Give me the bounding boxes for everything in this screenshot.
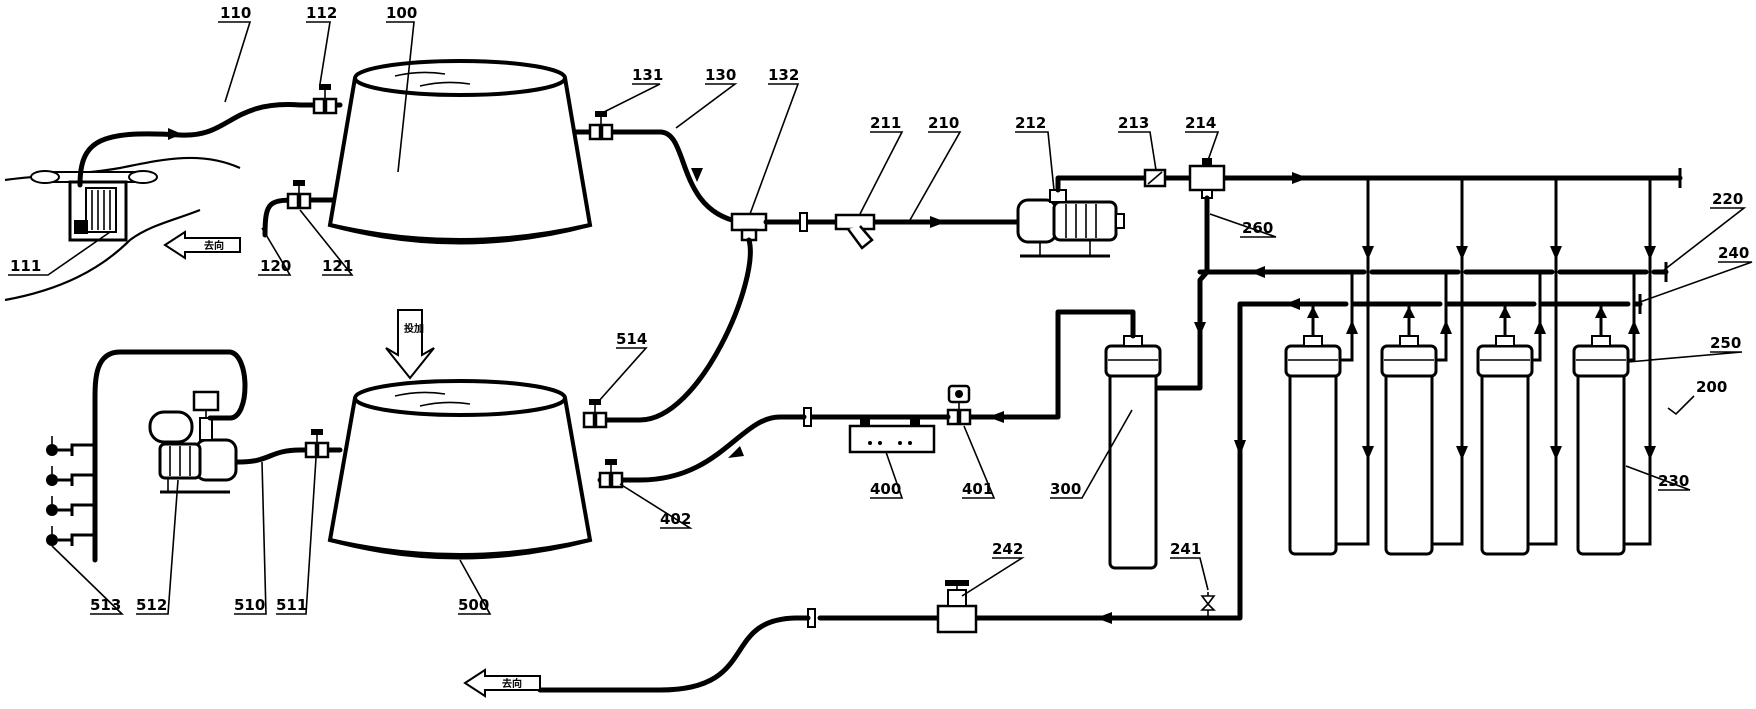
label-120: 120 (260, 257, 291, 275)
valve-131 (588, 111, 614, 141)
pump-212 (1016, 189, 1125, 258)
leader-lines (8, 21, 1753, 615)
outlet-arrow-bottom: 去向 (463, 668, 541, 698)
label-401: 401 (962, 480, 993, 498)
pipe-513 (92, 349, 248, 563)
pipe-402 (597, 414, 807, 483)
label-400: 400 (870, 480, 901, 498)
pipe-final-outlet (537, 615, 811, 693)
label-212: 212 (1015, 114, 1046, 132)
feed-arrow: 投加 (385, 309, 435, 380)
outlet-top-text: 去向 (204, 239, 224, 252)
permeate-line-2 (1436, 272, 1448, 362)
label-514: 514 (616, 330, 647, 348)
label-260: 260 (1242, 219, 1273, 237)
pipe-110 (77, 102, 343, 188)
membrane-vessel-2 (1380, 304, 1438, 556)
pipe-prefilter-outlet (962, 309, 1136, 420)
permeate-line-3 (1532, 272, 1542, 362)
valve-514 (582, 399, 608, 429)
label-242: 242 (992, 540, 1023, 558)
label-211: 211 (870, 114, 901, 132)
booster-pump-512 (148, 390, 238, 494)
label-241: 241 (1170, 540, 1201, 558)
check-valve-213 (1143, 168, 1167, 188)
permeate-line-1 (1340, 272, 1354, 362)
distribution-taps-513 (46, 436, 95, 546)
label-511: 511 (276, 596, 307, 614)
label-210: 210 (928, 114, 959, 132)
membrane-vessel-1 (1284, 304, 1342, 556)
submersible-pump-111 (68, 180, 128, 242)
flow-meter-401 (946, 384, 972, 426)
pipe-260 (1137, 195, 1210, 391)
y-strainer-211 (834, 213, 876, 250)
valve-511 (304, 429, 330, 459)
label-131: 131 (632, 66, 663, 84)
membrane-vessel-4 (1572, 304, 1630, 556)
label-110: 110 (220, 4, 251, 22)
label-510: 510 (234, 596, 265, 614)
label-513: 513 (90, 596, 121, 614)
label-240: 240 (1718, 244, 1749, 262)
permeate-line-4 (1628, 272, 1636, 362)
valve-121 (286, 180, 312, 210)
pipe-130 (572, 129, 773, 225)
water-source-pond (4, 156, 241, 302)
feed-branch-3 (1528, 178, 1558, 546)
label-230: 230 (1658, 472, 1689, 490)
label-100: 100 (386, 4, 417, 22)
outlet-bottom-text: 去向 (502, 677, 522, 690)
feed-branch-1 (1336, 178, 1370, 546)
label-402: 402 (660, 510, 691, 528)
label-111: 111 (10, 257, 41, 275)
label-214: 214 (1185, 114, 1216, 132)
membrane-vessels-230 (1284, 304, 1630, 556)
feed-branch-4 (1624, 178, 1652, 546)
part-labels: 110 112 100 111 120 121 131 130 132 211 … (10, 4, 1749, 614)
dosing-unit-400 (848, 418, 936, 454)
label-213: 213 (1118, 114, 1149, 132)
label-512: 512 (136, 596, 167, 614)
valve-402 (598, 459, 624, 489)
label-130: 130 (705, 66, 736, 84)
outlet-arrow-top: 去向 (163, 230, 241, 260)
tank-500 (327, 379, 593, 560)
pipe-pump-outlet (1055, 175, 1683, 193)
pipe-concentrate-drain (817, 301, 1243, 621)
tank-100 (327, 59, 593, 245)
label-132: 132 (768, 66, 799, 84)
label-112: 112 (306, 4, 337, 22)
label-220: 220 (1712, 190, 1743, 208)
feed-arrow-text: 投加 (404, 322, 424, 335)
valve-112 (312, 84, 338, 115)
feed-branch-2 (1432, 178, 1464, 546)
label-300: 300 (1050, 480, 1081, 498)
label-121: 121 (322, 257, 353, 275)
prefilter-300 (1104, 335, 1162, 570)
label-250: 250 (1710, 334, 1741, 352)
membrane-vessel-3 (1476, 304, 1534, 556)
tee-fitting-132 (730, 212, 768, 242)
sample-valve-241 (1200, 592, 1216, 618)
label-200: 200 (1696, 378, 1727, 396)
union-flange-a (799, 212, 808, 232)
pipe-514 (587, 237, 753, 423)
globe-valve-242 (936, 580, 978, 634)
label-500: 500 (458, 596, 489, 614)
pipe-510 (222, 447, 343, 465)
